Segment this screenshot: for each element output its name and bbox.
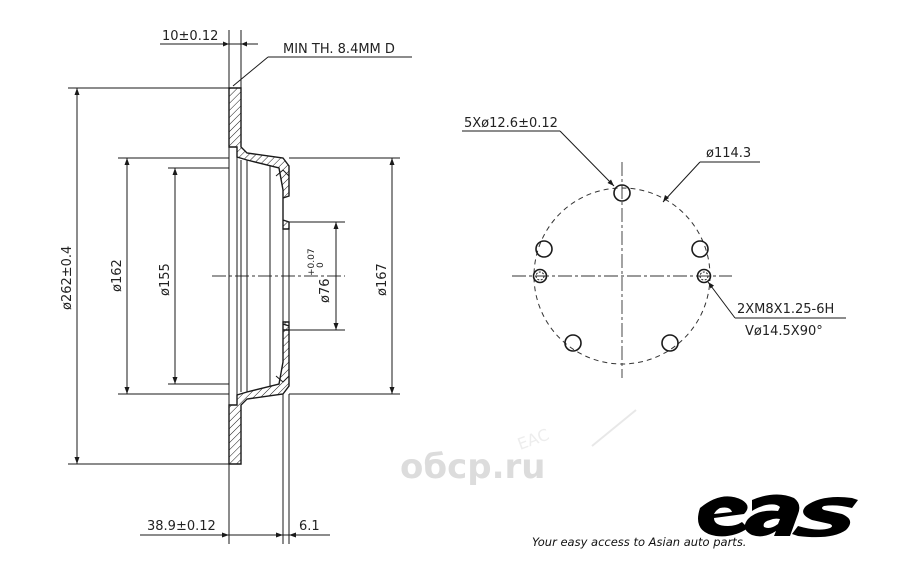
front-view: 5Xø12.6±0.12 ø114.3 2XM8X1.25-6H Vø14.5X… (462, 116, 846, 378)
countersink-label: Vø14.5X90° (745, 324, 823, 339)
offset-height-label: 38.9±0.12 (147, 519, 216, 534)
thread-label: 2XM8X1.25-6H (737, 302, 834, 317)
bolt-hole-upper-left (535, 240, 553, 258)
bolt-hole-lower-left (564, 334, 582, 352)
bolt-hole-top (613, 184, 631, 202)
center-bore-tol-lower: 0 (316, 262, 326, 268)
watermark: ЕАС обср.ru (400, 409, 637, 487)
diameter-162-label: ø162 (110, 259, 125, 292)
disc-profile-top (228, 87, 290, 230)
diameter-167-label: ø167 (375, 263, 390, 296)
thickness-top-label: 10±0.12 (162, 29, 218, 44)
center-bore-label: ø76 (318, 279, 333, 304)
center-bore-tol-upper: +0.07 (307, 248, 317, 276)
bolt-holes-label: 5Xø12.6±0.12 (464, 116, 558, 131)
diameter-155-label: ø155 (158, 263, 173, 296)
brand-tagline: Your easy access to Asian auto parts. (532, 535, 746, 549)
bolt-hole-upper-right (691, 240, 709, 258)
thread-hole-right-outer (696, 268, 712, 284)
hat-depth-label: 6.1 (299, 519, 320, 534)
thread-hole-left-outer (532, 268, 548, 284)
pcd-label: ø114.3 (706, 146, 751, 161)
thread-hole-left-inner (535, 271, 545, 281)
brand-block: Your easy access to Asian auto parts. (532, 494, 858, 549)
watermark-brand: обср.ru (400, 447, 545, 487)
thread-hole-right-inner (699, 271, 709, 281)
disc-profile-bottom (228, 321, 290, 465)
bolt-hole-lower-right (661, 334, 679, 352)
min-thickness-label: MIN TH. 8.4MM D (283, 42, 395, 57)
section-view: 10±0.12 MIN TH. 8.4MM D ø262±0.4 ø162 ø1… (60, 29, 412, 544)
outer-diameter-label: ø262±0.4 (60, 246, 75, 310)
eas-logo (698, 494, 858, 538)
